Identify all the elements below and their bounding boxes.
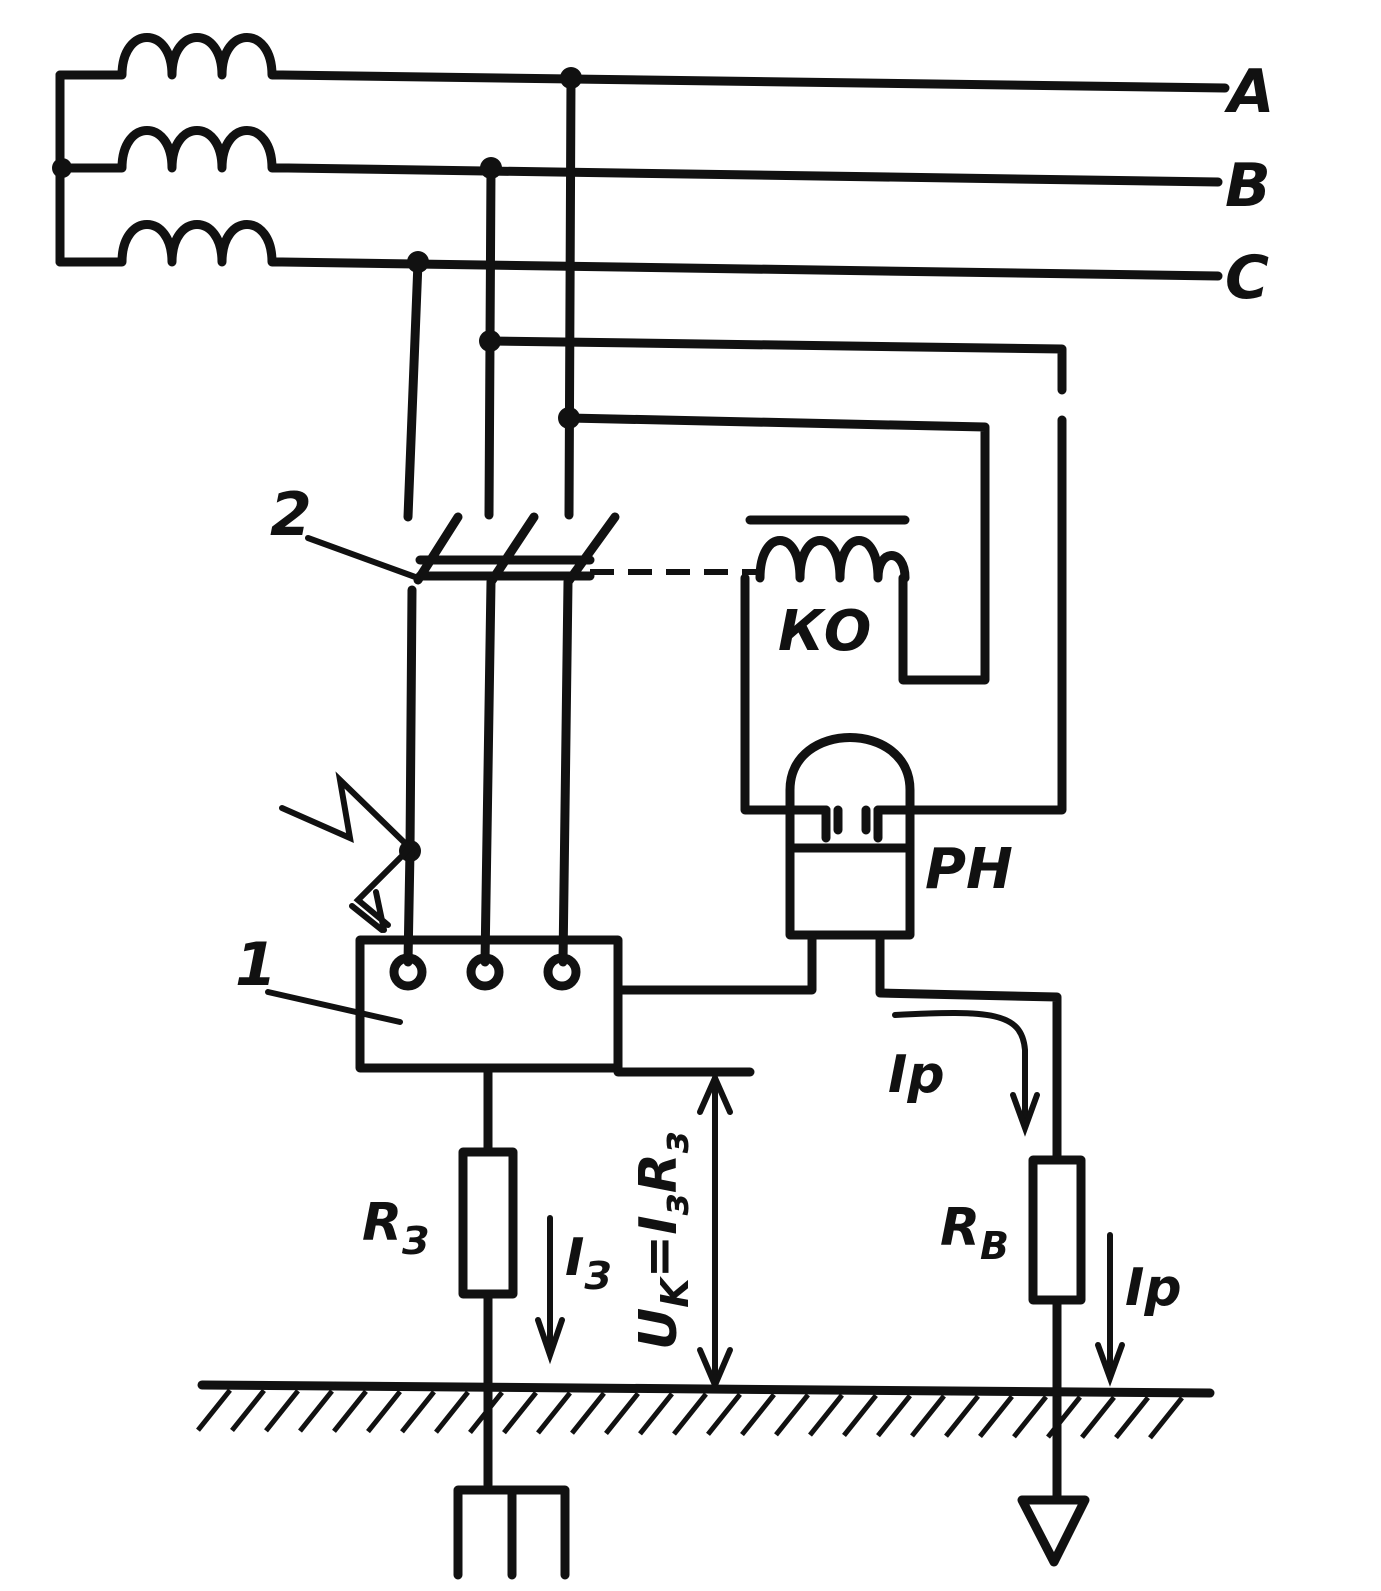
ground-hatch [672, 1392, 708, 1436]
circuit-breaker [399, 512, 760, 967]
ground-hatch [434, 1390, 470, 1434]
terminal-a [389, 953, 427, 991]
relay-current-arrow-upper [892, 1010, 1040, 1137]
earth-current-arrow [535, 1215, 565, 1365]
equipment-enclosure [355, 935, 755, 1077]
phase-line-b [283, 163, 1223, 187]
ground-hatch [774, 1393, 810, 1437]
relay-label: РН [925, 837, 1013, 902]
ground-hatch [196, 1388, 232, 1432]
ground-hatch [842, 1393, 878, 1437]
relay [615, 733, 1062, 1165]
phase-lines [277, 70, 1230, 281]
trip-coil [740, 415, 1067, 815]
relay-current-arrow-lower [1095, 1232, 1125, 1387]
ground-hatch [944, 1394, 980, 1438]
ground-hatch [264, 1389, 300, 1433]
ground-hatch [808, 1393, 844, 1437]
equipment-leader [265, 989, 403, 1025]
equipment-label: 1 [235, 930, 277, 1000]
touch-voltage-arrow [697, 1070, 733, 1393]
aux-resistance-label: RВ [940, 1198, 1009, 1268]
ground-hatch [1148, 1396, 1184, 1440]
ground-hatch [740, 1393, 776, 1437]
earth-resistance-label: RЗ [362, 1193, 429, 1263]
phase-line-a [277, 70, 1230, 93]
phase-line-c [277, 257, 1223, 281]
ground-hatch [536, 1391, 572, 1435]
ground-hatch [706, 1392, 742, 1436]
trip-coil-label: КО [778, 599, 871, 664]
ground-hatch [978, 1394, 1014, 1439]
breaker-label: 2 [270, 480, 312, 550]
ground-hatch [638, 1392, 674, 1436]
phase-taps [403, 67, 1067, 685]
neutral-junction [52, 158, 72, 178]
generator-windings [52, 33, 293, 267]
relay-current-label-upper: Iр [888, 1045, 945, 1105]
ground-hatch [1046, 1395, 1082, 1439]
fault-lightning-icon [279, 771, 415, 933]
ground-hatch [604, 1391, 640, 1436]
breaker-leader [305, 535, 421, 581]
phase-a-label: A [1224, 57, 1274, 127]
earth-electrode-icon [453, 1485, 570, 1580]
touch-voltage-label: UK=IзRз [629, 1131, 697, 1350]
ground-symbol-icon [1017, 1495, 1090, 1567]
terminal-b [466, 953, 504, 991]
phase-b-label: B [1225, 151, 1271, 221]
ground-hatch [570, 1391, 606, 1435]
ground-hatch [502, 1391, 538, 1435]
ground-hatch [1114, 1396, 1150, 1440]
ground-surface [196, 1380, 1215, 1440]
ground-hatch [332, 1389, 368, 1433]
auxiliary-resistor [1028, 1155, 1086, 1505]
ground-hatch [468, 1390, 504, 1434]
terminal-c [543, 953, 581, 991]
ground-hatch [230, 1388, 266, 1433]
ground-hatch [1012, 1395, 1048, 1439]
ground-hatch [400, 1390, 436, 1434]
ground-hatch [910, 1394, 946, 1438]
ground-hatch [366, 1390, 402, 1434]
earth-current-label: IЗ [565, 1228, 611, 1298]
earthing-resistor [458, 1065, 518, 1490]
ground-hatch [876, 1394, 912, 1438]
ground-hatch [1080, 1395, 1116, 1439]
phase-c-label: C [1225, 243, 1269, 313]
ground-hatch [298, 1389, 334, 1433]
relay-current-label-lower: Iр [1125, 1258, 1182, 1318]
